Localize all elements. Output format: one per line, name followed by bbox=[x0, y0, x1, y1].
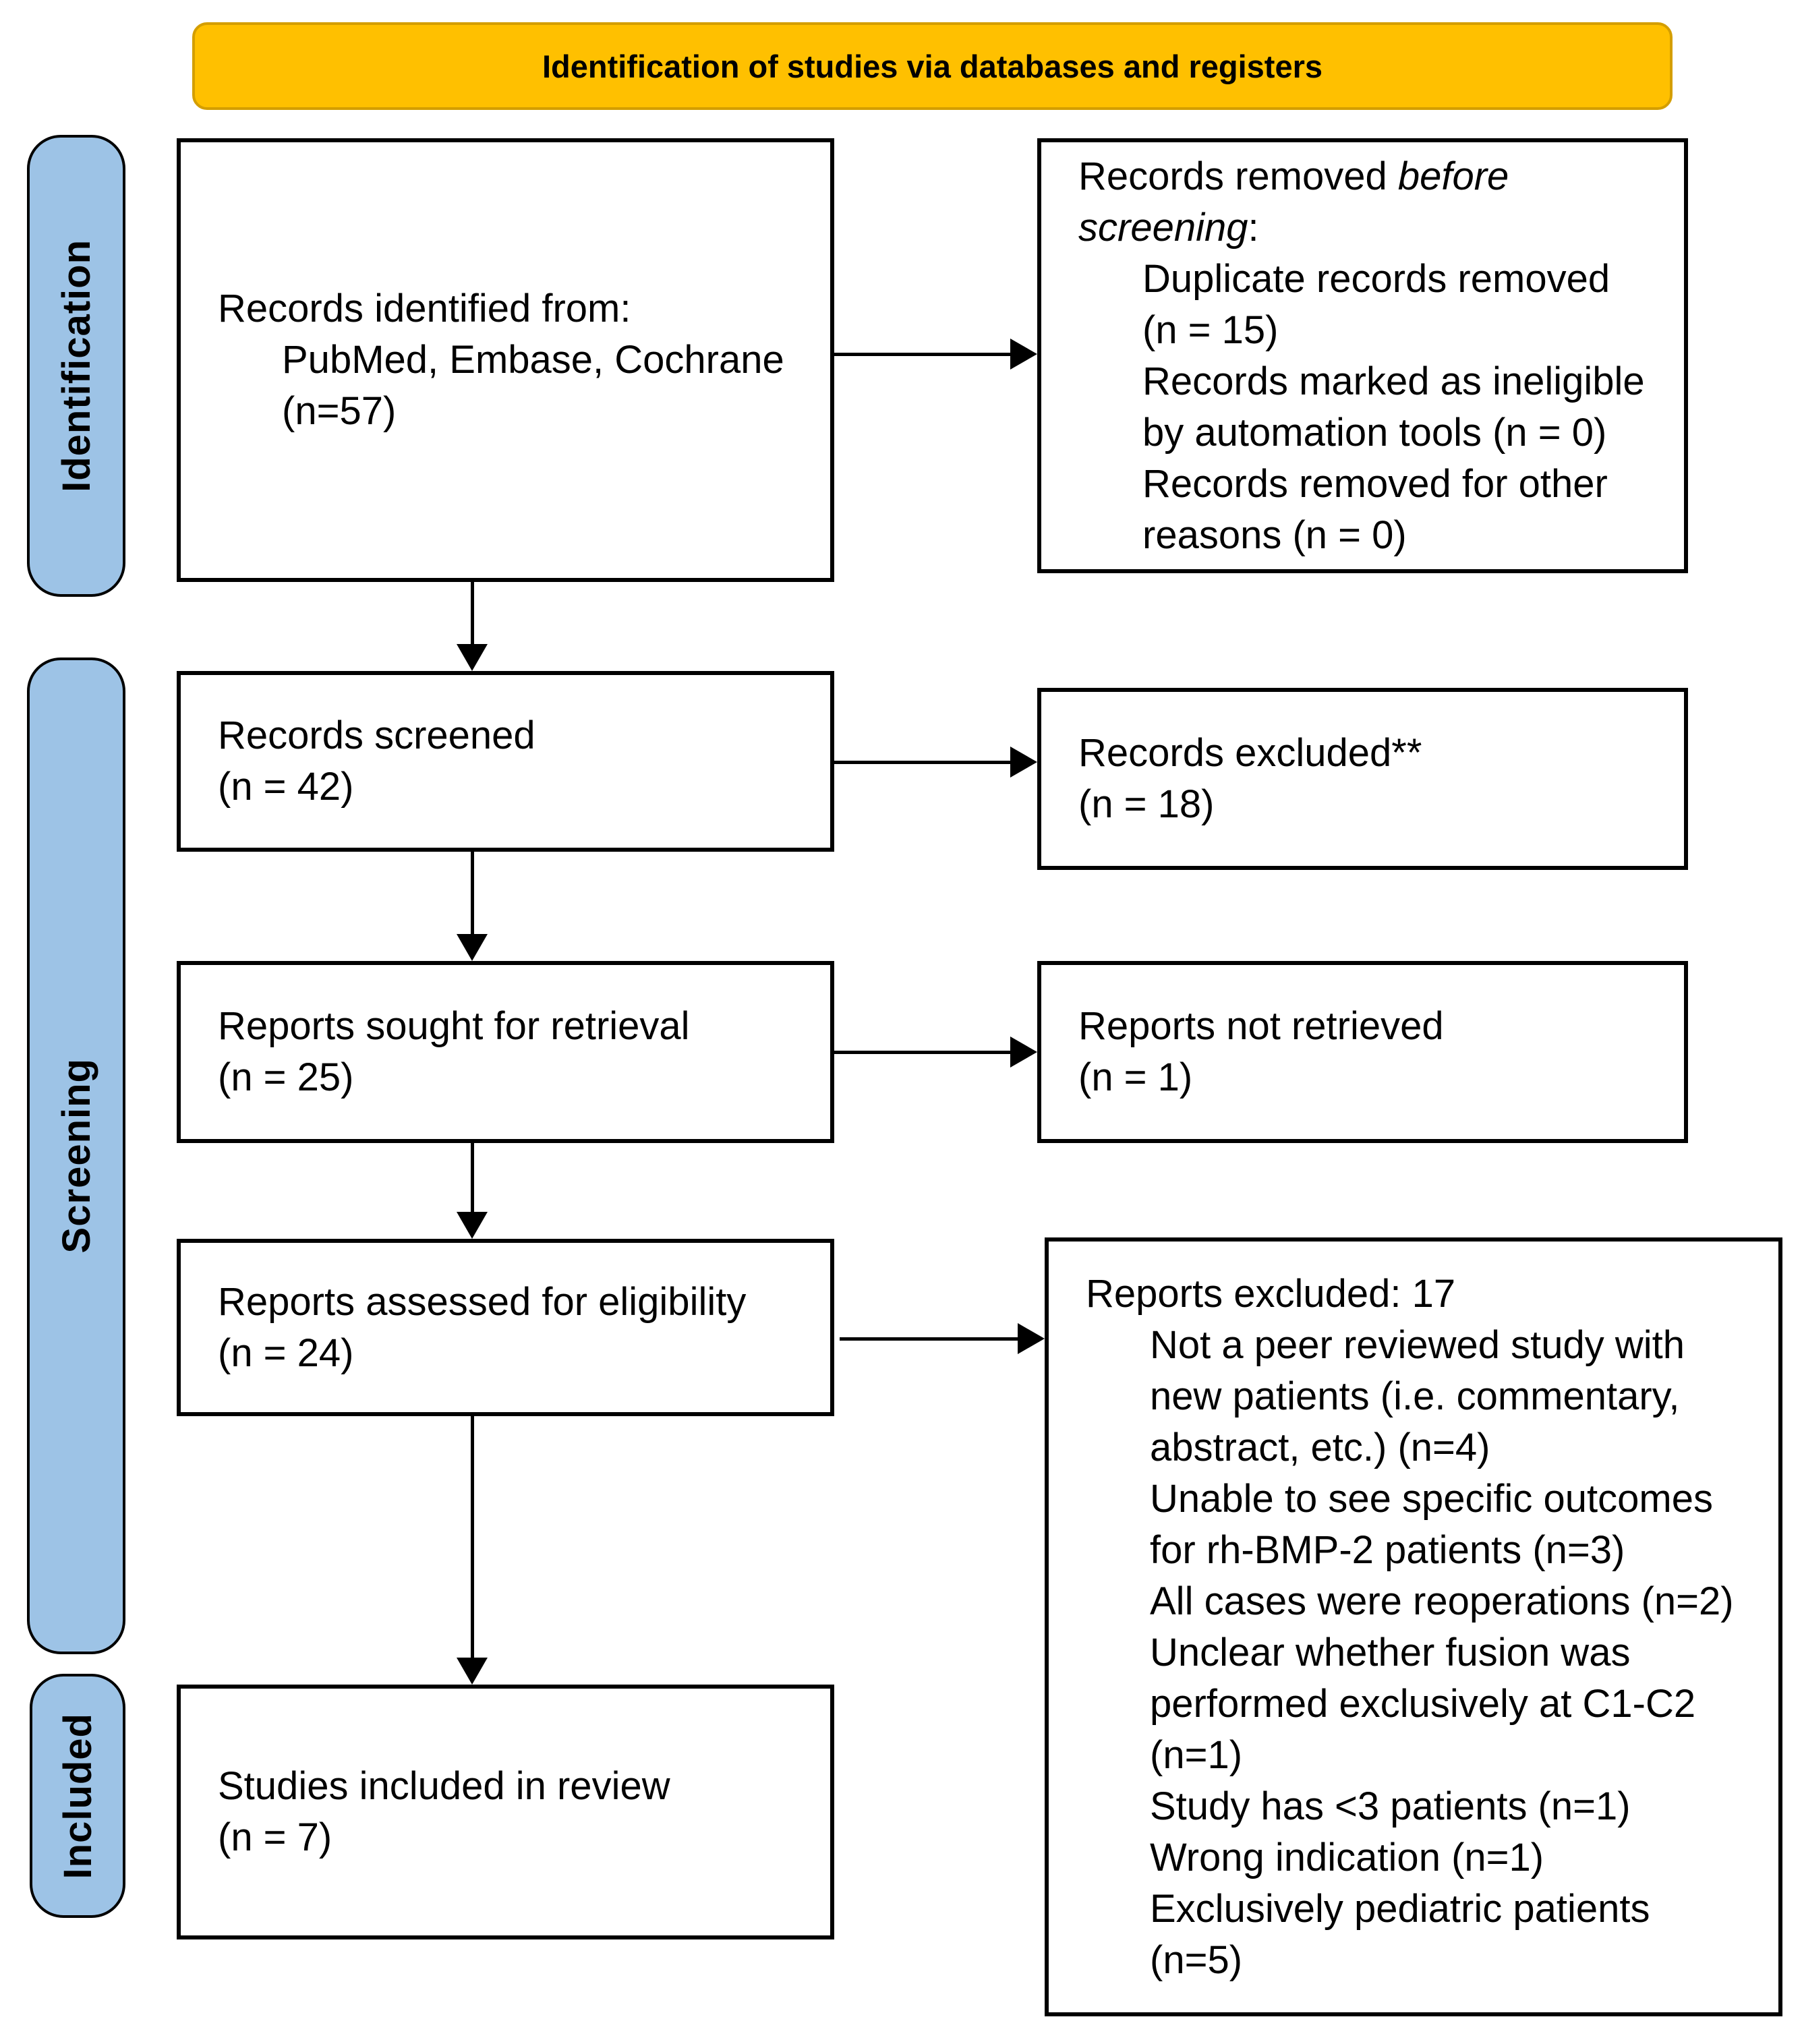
records-removed-line2: screening: bbox=[1078, 205, 1259, 250]
records-excluded-line1: Records excluded** bbox=[1078, 731, 1422, 775]
header-banner: Identification of studies via databases … bbox=[192, 22, 1673, 110]
reports-excluded-title: Reports excluded: 17 bbox=[1086, 1271, 1456, 1316]
records-removed-item1-l1: Duplicate records removed bbox=[1142, 256, 1610, 301]
arrow-screened-to-sought-head bbox=[457, 934, 488, 961]
records-identified-line2: PubMed, Embase, Cochrane bbox=[282, 338, 784, 382]
box-reports-excluded: Reports excluded: 17 Not a peer reviewed… bbox=[1045, 1237, 1782, 2016]
arrow-identified-to-removed-head bbox=[1010, 339, 1037, 370]
records-removed-item3-l1: Records removed for other bbox=[1142, 461, 1608, 506]
box-records-screened: Records screened (n = 42) bbox=[177, 671, 834, 852]
arrow-assessed-to-reports-excluded-head bbox=[1018, 1323, 1045, 1354]
reports-not-retrieved-line2: (n = 1) bbox=[1078, 1055, 1193, 1099]
phase-label-identification: Identification bbox=[27, 135, 125, 597]
arrow-identified-to-screened-line bbox=[471, 582, 474, 645]
reports-sought-line2: (n = 25) bbox=[218, 1055, 354, 1099]
arrow-sought-to-assessed-line bbox=[471, 1143, 474, 1213]
box-reports-not-retrieved: Reports not retrieved (n = 1) bbox=[1037, 961, 1688, 1143]
box-studies-included: Studies included in review (n = 7) bbox=[177, 1685, 834, 1939]
reports-excluded-reason: (n=1) bbox=[1150, 1732, 1243, 1777]
reports-excluded-reason: Unable to see specific outcomes bbox=[1150, 1476, 1713, 1521]
reports-not-retrieved-line1: Reports not retrieved bbox=[1078, 1004, 1444, 1048]
arrow-assessed-to-included-head bbox=[457, 1658, 488, 1685]
records-screened-line2: (n = 42) bbox=[218, 765, 354, 809]
records-removed-item2-l1: Records marked as ineligible bbox=[1142, 359, 1645, 403]
arrow-identified-to-removed-line bbox=[834, 353, 1012, 356]
records-removed-item3-l2: reasons (n = 0) bbox=[1142, 513, 1407, 557]
studies-included-line1: Studies included in review bbox=[218, 1764, 670, 1808]
reports-excluded-reason: Not a peer reviewed study with bbox=[1150, 1322, 1685, 1367]
arrow-screened-to-excluded-line bbox=[834, 761, 1012, 764]
records-screened-line1: Records screened bbox=[218, 713, 535, 757]
reports-excluded-reason: All cases were reoperations (n=2) bbox=[1150, 1579, 1734, 1623]
reports-assessed-line2: (n = 24) bbox=[218, 1331, 354, 1375]
phase-label-identification-text: Identification bbox=[54, 239, 98, 492]
arrow-sought-to-assessed-head bbox=[457, 1212, 488, 1239]
reports-excluded-reason: Study has <3 patients (n=1) bbox=[1150, 1784, 1631, 1828]
arrow-sought-to-not-retrieved-line bbox=[834, 1051, 1012, 1054]
arrow-assessed-to-included-line bbox=[471, 1416, 474, 1659]
reports-excluded-reason: for rh-BMP-2 patients (n=3) bbox=[1150, 1527, 1625, 1572]
phase-label-included-text: Included bbox=[55, 1712, 100, 1879]
box-records-removed-before-screening: Records removed before screening: Duplic… bbox=[1037, 138, 1688, 573]
studies-included-line2: (n = 7) bbox=[218, 1815, 332, 1859]
records-removed-item2-l2: by automation tools (n = 0) bbox=[1142, 410, 1607, 455]
records-removed-line1: Records removed before bbox=[1078, 154, 1509, 198]
box-records-identified: Records identified from: PubMed, Embase,… bbox=[177, 138, 834, 582]
reports-sought-line1: Reports sought for retrieval bbox=[218, 1004, 690, 1048]
reports-excluded-reason: abstract, etc.) (n=4) bbox=[1150, 1425, 1490, 1469]
reports-assessed-line1: Reports assessed for eligibility bbox=[218, 1279, 747, 1324]
arrow-screened-to-excluded-head bbox=[1010, 747, 1037, 778]
reports-excluded-reason: new patients (i.e. commentary, bbox=[1150, 1374, 1680, 1418]
arrow-sought-to-not-retrieved-head bbox=[1010, 1036, 1037, 1068]
records-identified-line1: Records identified from: bbox=[218, 287, 631, 330]
phase-label-screening: Screening bbox=[27, 658, 125, 1654]
box-records-excluded: Records excluded** (n = 18) bbox=[1037, 688, 1688, 870]
box-reports-assessed: Reports assessed for eligibility (n = 24… bbox=[177, 1239, 834, 1416]
arrow-assessed-to-reports-excluded-line bbox=[840, 1337, 1019, 1341]
reports-excluded-reason: Wrong indication (n=1) bbox=[1150, 1835, 1544, 1879]
phase-label-included: Included bbox=[30, 1674, 125, 1918]
reports-excluded-reason: performed exclusively at C1-C2 bbox=[1150, 1681, 1696, 1726]
header-title: Identification of studies via databases … bbox=[542, 48, 1323, 84]
records-removed-item1-l2: (n = 15) bbox=[1142, 308, 1279, 352]
reports-excluded-reason: (n=5) bbox=[1150, 1937, 1243, 1982]
records-excluded-line2: (n = 18) bbox=[1078, 782, 1215, 826]
arrow-identified-to-screened-head bbox=[457, 644, 488, 671]
arrow-screened-to-sought-line bbox=[471, 852, 474, 935]
records-identified-line3: (n=57) bbox=[282, 389, 397, 433]
box-reports-sought: Reports sought for retrieval (n = 25) bbox=[177, 961, 834, 1143]
phase-label-screening-text: Screening bbox=[54, 1058, 98, 1254]
reports-excluded-reason: Exclusively pediatric patients bbox=[1150, 1886, 1650, 1931]
reports-excluded-reason: Unclear whether fusion was bbox=[1150, 1630, 1631, 1674]
